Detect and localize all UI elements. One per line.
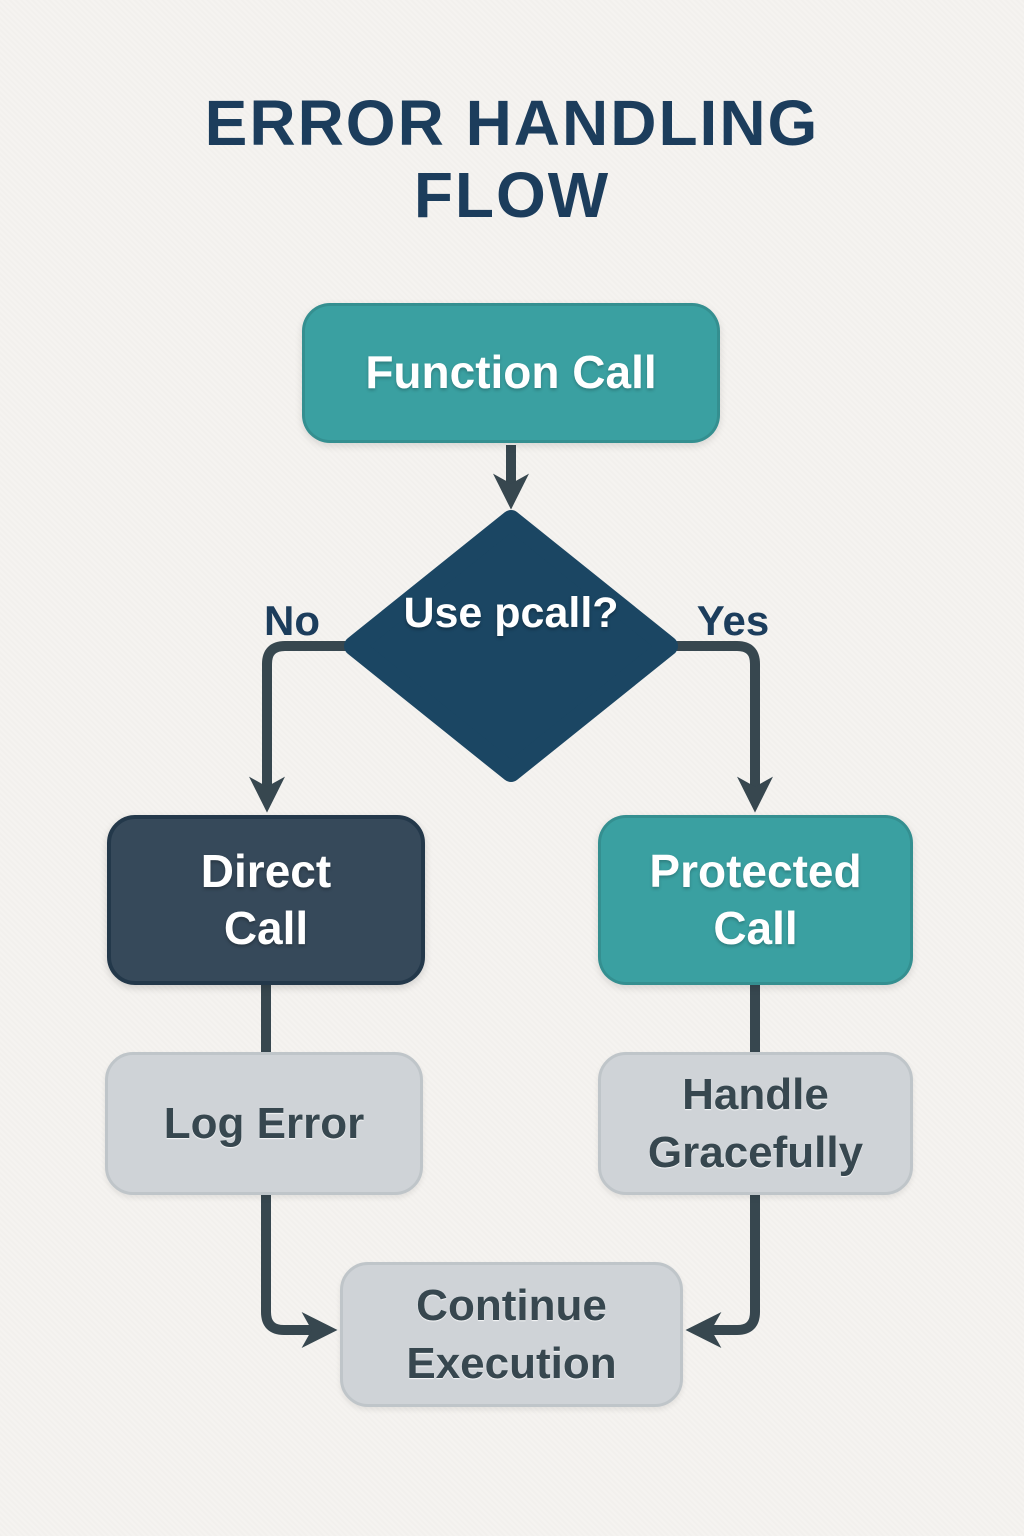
decision-diamond-shape <box>344 510 678 782</box>
edge-handle-gracefully-to-continue <box>685 1193 760 1348</box>
node-direct-call-line2: Call <box>223 902 309 954</box>
diagram-title-text: ERROR HANDLING FLOW <box>204 87 820 231</box>
edge-label-yes: Yes <box>696 597 770 644</box>
node-direct-call: Direct Call <box>107 815 425 985</box>
edge-decision-no-branch <box>249 641 352 813</box>
node-continue-execution: Continue Execution <box>340 1262 683 1407</box>
edge-label-no: No <box>264 597 320 644</box>
edge-log-error-to-continue <box>261 1193 338 1348</box>
decision-label-line2: pcall? <box>494 589 619 637</box>
decision-label-line1: Use <box>403 589 483 637</box>
node-continue-execution-line1: Continue <box>416 1281 607 1331</box>
node-direct-call-line1: Direct <box>200 844 332 897</box>
node-function-call: Function Call <box>302 303 720 443</box>
node-decision-label: Use pcall? <box>386 584 636 643</box>
node-log-error: Log Error <box>105 1052 423 1195</box>
node-log-error-label: Log Error <box>163 1098 365 1148</box>
node-handle-gracefully-line1: Handle <box>682 1070 829 1120</box>
diagram-title: ERROR HANDLING FLOW <box>0 87 1024 231</box>
node-protected-call-line1: Protected <box>649 844 862 897</box>
edge-decision-yes-branch <box>670 641 773 813</box>
node-function-call-label: Function Call <box>365 346 657 399</box>
node-handle-gracefully: Handle Gracefully <box>598 1052 913 1195</box>
node-protected-call-line2: Call <box>713 902 798 954</box>
node-protected-call: Protected Call <box>598 815 913 985</box>
node-handle-gracefully-line2: Gracefully <box>647 1127 864 1177</box>
node-continue-execution-line2: Execution <box>406 1338 617 1388</box>
